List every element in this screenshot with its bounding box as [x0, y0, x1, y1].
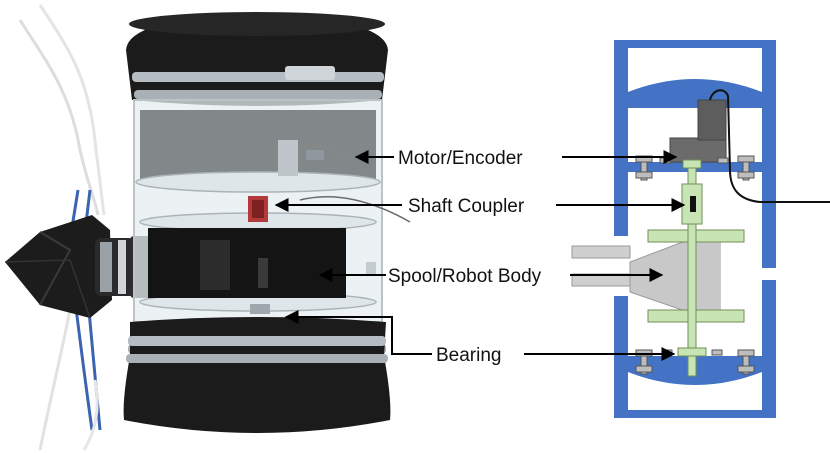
bearing-photo [250, 304, 270, 314]
tube-cable [18, 19, 100, 216]
acrylic-plate [135, 171, 381, 193]
motor-photo [306, 150, 324, 160]
label-spool-robot-body: Spool/Robot Body [388, 266, 542, 287]
fabric-funnel [4, 259, 91, 319]
tube-cable [38, 309, 72, 451]
motor-encoder [682, 159, 702, 169]
bolt [737, 365, 755, 373]
spool-photo [366, 262, 376, 276]
tube-cable [82, 379, 99, 451]
top-rubber-coupling [126, 14, 388, 106]
fabric-funnel [39, 231, 72, 306]
shaft-coupler-photo [252, 200, 264, 218]
spool-photo [258, 258, 268, 288]
bolt [640, 355, 648, 375]
housing-slot [758, 268, 780, 280]
bolt [717, 157, 729, 164]
bottom-rubber-coupling [123, 317, 391, 433]
bolt [742, 355, 750, 375]
bolt [635, 365, 653, 373]
hose-clamp [285, 66, 335, 80]
label-shaft-coupler: Shaft Coupler [408, 196, 525, 217]
motor-encoder [697, 99, 727, 141]
bearing-arrow-left [284, 310, 432, 355]
acrylic-body [140, 110, 376, 180]
bolt [640, 161, 648, 181]
prototype-photo [4, 4, 411, 451]
housing-top-cap [628, 48, 762, 92]
motor-wires [299, 145, 356, 166]
label-motor-encoder: Motor/Encoder [398, 148, 523, 169]
hose-clamp [128, 336, 386, 346]
inlet-connector [100, 242, 112, 292]
housing-bottom-cap [628, 372, 762, 410]
fabric-funnel [5, 215, 112, 318]
bearing-part [677, 347, 707, 357]
bolt [737, 155, 755, 163]
motor-encoder [669, 137, 727, 163]
label-bearing: Bearing [436, 345, 502, 366]
motor-wires [299, 196, 411, 223]
bolt [635, 171, 653, 179]
motor-cable [709, 89, 830, 203]
tube-cable [38, 4, 106, 216]
hose-clamp [126, 354, 388, 363]
bolt [737, 349, 755, 357]
inlet-tube [571, 245, 631, 259]
motor-photo [278, 140, 298, 176]
shaft-coupler [690, 196, 696, 212]
bolt [742, 161, 750, 181]
hose-clamp [134, 90, 382, 99]
bolt [711, 349, 723, 356]
spool-photo [148, 228, 346, 298]
hose-clamp [132, 72, 384, 82]
bolt [737, 171, 755, 179]
cross-section-diagram [571, 40, 830, 418]
bolt [659, 157, 671, 164]
spool-photo [200, 240, 230, 290]
inlet-connector [118, 240, 126, 294]
top-rubber-coupling [129, 12, 385, 36]
housing-slot [606, 236, 632, 296]
